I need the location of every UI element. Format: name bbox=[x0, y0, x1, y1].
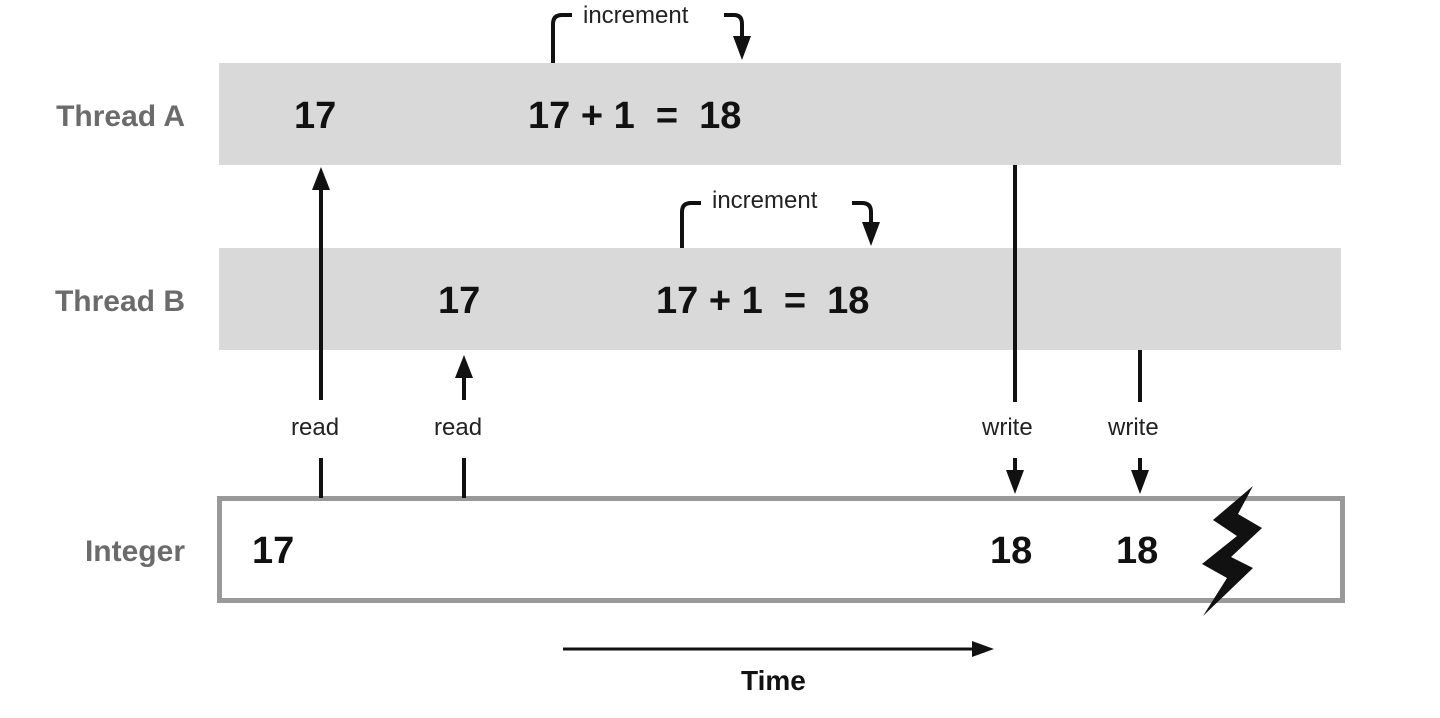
increment-b-label: increment bbox=[708, 187, 822, 215]
increment-a-bracket-end bbox=[724, 13, 744, 40]
thread-b-read-value: 17 bbox=[438, 280, 481, 322]
write-a-arrowhead bbox=[1006, 470, 1024, 494]
read-a-arrowhead bbox=[312, 167, 330, 190]
thread-b-lane bbox=[219, 248, 1341, 350]
increment-b-arrowhead bbox=[862, 222, 880, 246]
thread-a-lane bbox=[219, 63, 1341, 165]
increment-b-bracket-end bbox=[852, 201, 873, 226]
increment-b-bracket bbox=[680, 201, 701, 248]
thread-a-calculation: 17 + 1 = 18 bbox=[528, 95, 742, 137]
thread-a-label: Thread A bbox=[56, 100, 185, 133]
increment-a-bracket bbox=[551, 13, 572, 63]
thread-b-calculation: 17 + 1 = 18 bbox=[656, 280, 870, 322]
increment-a-label: increment bbox=[579, 2, 693, 30]
integer-label: Integer bbox=[84, 535, 185, 568]
write-a-label: write bbox=[978, 414, 1037, 442]
time-axis-label: Time bbox=[741, 665, 806, 696]
integer-box bbox=[217, 496, 1345, 603]
integer-first-write-value: 18 bbox=[990, 530, 1033, 572]
thread-a-read-value: 17 bbox=[294, 95, 337, 137]
increment-a-arrowhead bbox=[733, 36, 751, 60]
write-b-arrowhead bbox=[1131, 470, 1149, 494]
lightning-bolt-icon bbox=[1202, 486, 1262, 616]
read-a-label: read bbox=[287, 414, 344, 442]
integer-second-write-value: 18 bbox=[1116, 530, 1159, 572]
write-b-label: write bbox=[1104, 414, 1163, 442]
thread-b-label: Thread B bbox=[54, 285, 185, 318]
integer-initial-value: 17 bbox=[252, 530, 295, 572]
read-b-arrowhead bbox=[455, 355, 473, 378]
time-arrowhead bbox=[972, 641, 994, 657]
read-b-label: read bbox=[430, 414, 487, 442]
